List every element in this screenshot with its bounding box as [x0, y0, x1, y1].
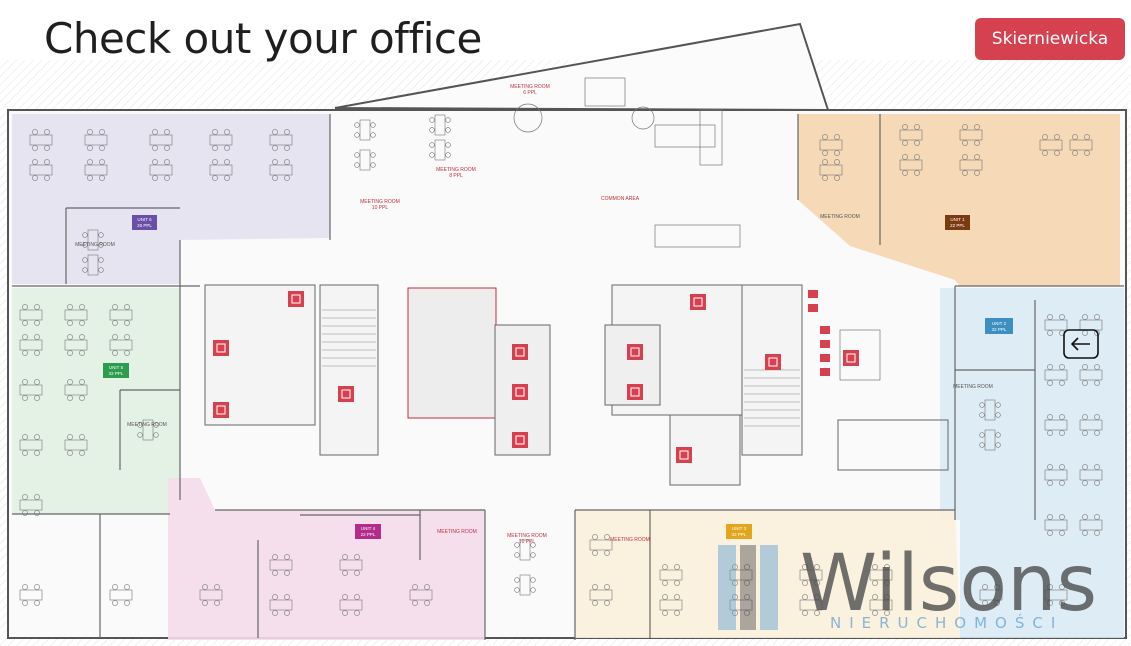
- brand-logo: Wilsons NIERUCHOMOŚCI: [718, 539, 1097, 632]
- back-arrow-icon[interactable]: [1063, 329, 1099, 359]
- elevator-icon: [511, 383, 529, 401]
- meeting-room-bottom-label: MEETING ROOM: [507, 533, 547, 539]
- meeting-room-6-label: MEETING ROOM: [510, 84, 550, 90]
- stairs-icon: [337, 385, 355, 403]
- svg-text:32 PPL: 32 PPL: [992, 327, 1007, 332]
- unit-3-badge[interactable]: UNIT 3 32 PPL: [726, 524, 752, 539]
- svg-text:32 PPL: 32 PPL: [109, 371, 124, 376]
- elevator-icon: [626, 343, 644, 361]
- unit-1-area: [798, 114, 1120, 286]
- elevator-icon: [511, 431, 529, 449]
- unit-5-badge[interactable]: UNIT 5 32 PPL: [103, 363, 129, 378]
- meeting-room-10-label: MEETING ROOM: [360, 199, 400, 205]
- unit-3-area: [575, 510, 960, 638]
- unit-5-area: [12, 288, 180, 514]
- svg-text:UNIT 4: UNIT 4: [361, 526, 376, 531]
- wheelchair-icon: [842, 349, 860, 367]
- svg-text:26 PPL: 26 PPL: [137, 223, 152, 228]
- toilet-icon: [212, 401, 230, 419]
- unit-6-badge[interactable]: UNIT 6 26 PPL: [132, 215, 157, 230]
- unit-2-badge[interactable]: UNIT 2 32 PPL: [985, 318, 1013, 334]
- meeting-room-label: MEETING ROOM: [75, 242, 115, 248]
- page-title: Check out your office: [44, 14, 482, 63]
- toilet-icon: [675, 446, 693, 464]
- unit-2-area: [940, 288, 1124, 638]
- svg-text:10 PPL: 10 PPL: [519, 539, 536, 545]
- toilet-icon: [689, 293, 707, 311]
- svg-text:UNIT 2: UNIT 2: [992, 321, 1007, 326]
- svg-text:8 PPL: 8 PPL: [449, 173, 463, 179]
- svg-text:UNIT 5: UNIT 5: [109, 365, 124, 370]
- elevator-icon: [626, 383, 644, 401]
- svg-text:UNIT 1: UNIT 1: [950, 217, 965, 222]
- svg-text:UNIT 3: UNIT 3: [732, 526, 747, 531]
- svg-text:NIERUCHOMOŚCI: NIERUCHOMOŚCI: [830, 613, 1063, 632]
- svg-text:10 PPL: 10 PPL: [372, 205, 389, 211]
- svg-text:22 PPL: 22 PPL: [950, 223, 965, 228]
- svg-text:Wilsons: Wilsons: [800, 539, 1097, 629]
- svg-text:MEETING ROOM: MEETING ROOM: [610, 537, 650, 543]
- common-area-label: COMMON AREA: [601, 196, 640, 202]
- svg-text:MEETING ROOM: MEETING ROOM: [127, 422, 167, 428]
- svg-text:32 PPL: 32 PPL: [732, 532, 747, 537]
- elevator-icon: [511, 343, 529, 361]
- unit-6-area: [12, 114, 330, 284]
- svg-text:MEETING ROOM: MEETING ROOM: [820, 214, 860, 220]
- svg-text:MEETING ROOM: MEETING ROOM: [953, 384, 993, 390]
- toilet-icon: [212, 339, 230, 357]
- svg-text:UNIT 6: UNIT 6: [137, 217, 152, 222]
- unit-4-area: [168, 478, 485, 640]
- svg-text:MEETING ROOM: MEETING ROOM: [437, 529, 477, 535]
- unit-1-badge[interactable]: UNIT 1 22 PPL: [945, 215, 970, 230]
- meeting-room-8-label: MEETING ROOM: [436, 167, 476, 173]
- fire-extinguisher-icon: [808, 290, 830, 376]
- svg-text:22 PPL: 22 PPL: [361, 532, 376, 537]
- stairs-icon: [764, 353, 782, 371]
- location-button[interactable]: Skierniewicka: [975, 18, 1125, 60]
- unit-4-badge[interactable]: UNIT 4 22 PPL: [355, 524, 381, 539]
- svg-text:6 PPL: 6 PPL: [523, 90, 537, 96]
- toilet-icon: [287, 290, 305, 308]
